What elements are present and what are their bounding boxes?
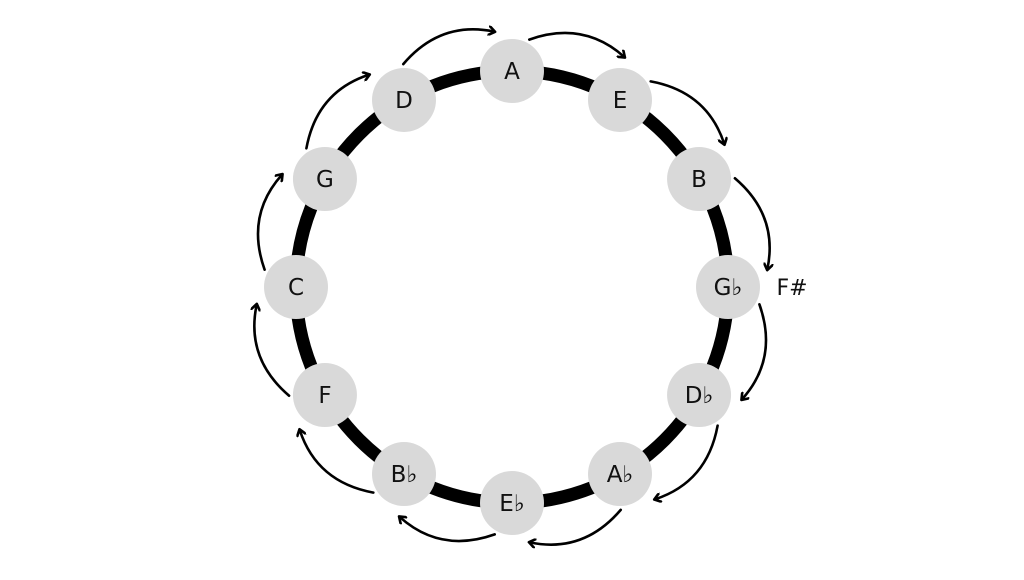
arrow-icon [649, 80, 725, 143]
note-label: E [613, 88, 628, 114]
arrow-icon [254, 305, 291, 398]
note-circle [292, 363, 357, 427]
note-label: D♭ [685, 383, 714, 409]
note-circle [667, 147, 732, 211]
note-circle [588, 442, 652, 507]
note-label: G♭ [714, 275, 743, 301]
note-node: E [588, 67, 652, 132]
note-circle [480, 39, 544, 103]
arrow-icon [733, 176, 770, 269]
note-node: A [480, 39, 544, 103]
arrow-icon [400, 517, 496, 543]
note-node: B♭ [372, 442, 436, 507]
note-label: G [316, 167, 334, 193]
note-label: A [504, 59, 520, 85]
arrow-icon [300, 430, 375, 494]
note-label: D [395, 88, 413, 114]
note-circle [480, 471, 544, 535]
arrow-icon [742, 303, 768, 399]
arrow-icon [305, 75, 368, 150]
note-circle [372, 442, 436, 507]
note-node: D [372, 67, 436, 132]
note-node: F [292, 363, 357, 427]
arrows [254, 29, 769, 544]
note-label: B [691, 167, 707, 193]
arrow-icon [401, 29, 494, 66]
note-circle [696, 255, 760, 319]
note-node: G♭ F# [696, 255, 808, 319]
note-circle [292, 147, 357, 211]
arrow-icon [256, 175, 282, 271]
note-node: C [264, 255, 328, 319]
note-circle [264, 255, 328, 319]
note-node: E♭ [480, 471, 544, 535]
ring [289, 64, 735, 510]
arrow-icon [530, 508, 623, 545]
note-circle [588, 67, 652, 132]
note-node: G [292, 147, 357, 211]
note-nodes: A E B G♭ F# D♭ A♭ E♭ B♭ F C G D [264, 39, 808, 535]
note-label: F [318, 383, 331, 409]
note-label: E♭ [499, 491, 524, 517]
note-label: B♭ [391, 462, 418, 488]
note-label: A♭ [607, 462, 634, 488]
note-node: A♭ [588, 442, 652, 507]
note-node: D♭ [667, 363, 732, 427]
arrow-icon [528, 31, 624, 57]
arrow-icon [655, 424, 719, 500]
note-label: C [288, 275, 304, 301]
note-circle [667, 363, 732, 427]
note-circle [372, 67, 436, 132]
note-node: B [667, 147, 732, 211]
enharmonic-label: F# [776, 276, 807, 301]
